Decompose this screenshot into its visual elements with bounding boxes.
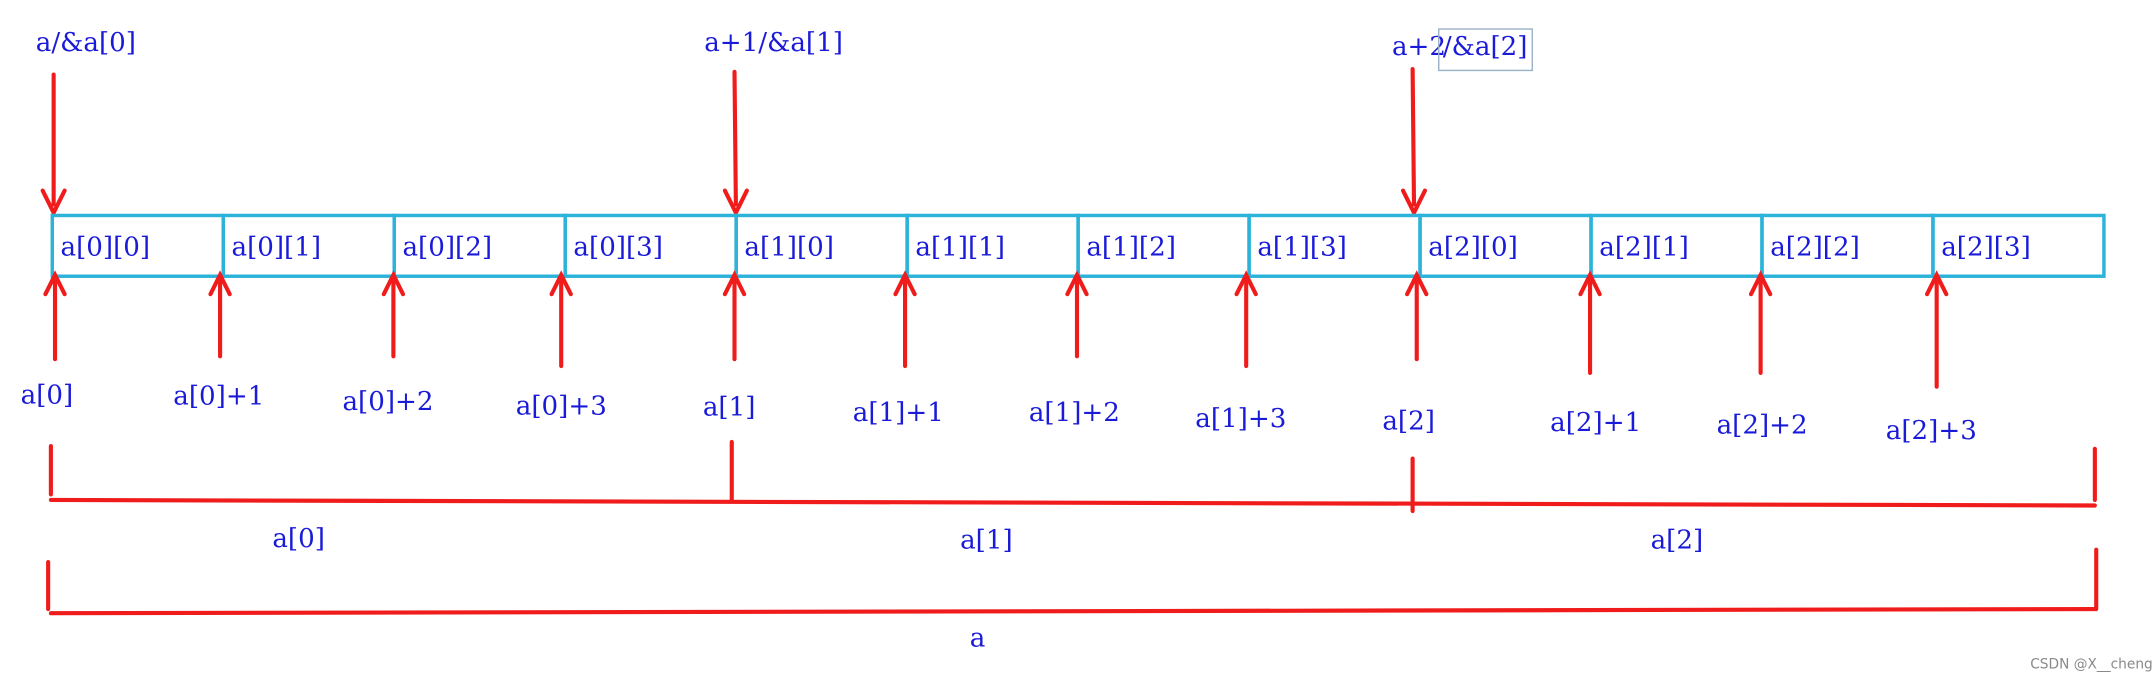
pointer-arrow	[381, 270, 406, 359]
pointer-arrow	[208, 270, 232, 359]
row-brace-label-1: a[1]	[960, 525, 1013, 555]
pointer-arrow	[1065, 270, 1089, 359]
array-cell-label: a[0][0]	[61, 232, 151, 262]
array-cell-label: a[2][1]	[1599, 232, 1689, 262]
row-brace	[48, 439, 2097, 514]
row-brace-label-0: a[0]	[272, 524, 325, 554]
array-cell-label: a[2][3]	[1941, 232, 2031, 262]
top-label-a2: a+2	[1392, 32, 1446, 62]
pointer-label: a[1]+2	[1029, 398, 1120, 428]
array-cell-label: a[0][2]	[402, 232, 492, 262]
pointer-label: a[0]+2	[342, 387, 433, 417]
pointer-label: a[2]+3	[1886, 416, 1977, 446]
top-label-a2-addr: /&a[2]	[1443, 32, 1528, 62]
pointer-arrow	[1578, 270, 1602, 375]
pointer-label: a[1]	[703, 393, 756, 423]
pointers-group: a[0] a[0]+1 a[0]+2 a[0]+3 a[1] a[1]+1 a[1]+2 a[…	[21, 270, 1977, 446]
array-cell-label: a[1][2]	[1086, 232, 1176, 262]
array-cell-label: a[1][1]	[915, 232, 1005, 262]
top-arrow-0	[40, 72, 67, 218]
highlight-box	[1438, 28, 1533, 72]
pointer-label: a[2]	[1382, 406, 1435, 436]
pointer-arrow	[722, 270, 747, 362]
pointer-arrow	[1748, 270, 1773, 375]
pointer-label: a[0]	[21, 380, 74, 410]
array-cell-label: a[0][1]	[231, 232, 321, 262]
pointer-label: a[1]+1	[853, 398, 944, 428]
array-cell-label: a[1][0]	[744, 232, 834, 262]
pointer-arrow	[1234, 270, 1258, 369]
pointer-label: a[0]+3	[516, 391, 607, 421]
pointer-label: a[1]+3	[1195, 404, 1286, 434]
array-cell	[1931, 213, 2106, 278]
row-brace-label-2: a[2]	[1651, 525, 1704, 555]
pointer-arrow	[893, 270, 917, 369]
pointer-arrow	[549, 270, 573, 369]
pointer-arrow	[43, 270, 67, 362]
top-arrow-1	[722, 69, 749, 218]
array-cell-label: a[2][0]	[1428, 232, 1518, 262]
array-cell-label: a[1][3]	[1257, 232, 1347, 262]
whole-brace-label: a	[970, 623, 986, 653]
pointer-label: a[0]+1	[173, 382, 264, 412]
pointer-arrow	[1405, 270, 1429, 362]
array-cell-label: a[2][2]	[1770, 232, 1860, 262]
pointer-label: a[2]+2	[1717, 411, 1808, 441]
pointer-arrow	[1924, 270, 1949, 389]
top-label-a1: a+1/&a[1]	[704, 28, 843, 58]
pointer-label: a[2]+1	[1550, 408, 1641, 438]
array-cell-label: a[0][3]	[573, 232, 663, 262]
whole-brace	[46, 547, 2099, 616]
top-arrow-2	[1400, 66, 1428, 218]
top-label-a0: a/&a[0]	[36, 28, 136, 58]
watermark: CSDN @X__cheng	[2030, 656, 2153, 672]
cells-group: a[0][0] a[0][1] a[0][2] a[0][3] a[1][0] a[1][…	[50, 213, 2106, 278]
